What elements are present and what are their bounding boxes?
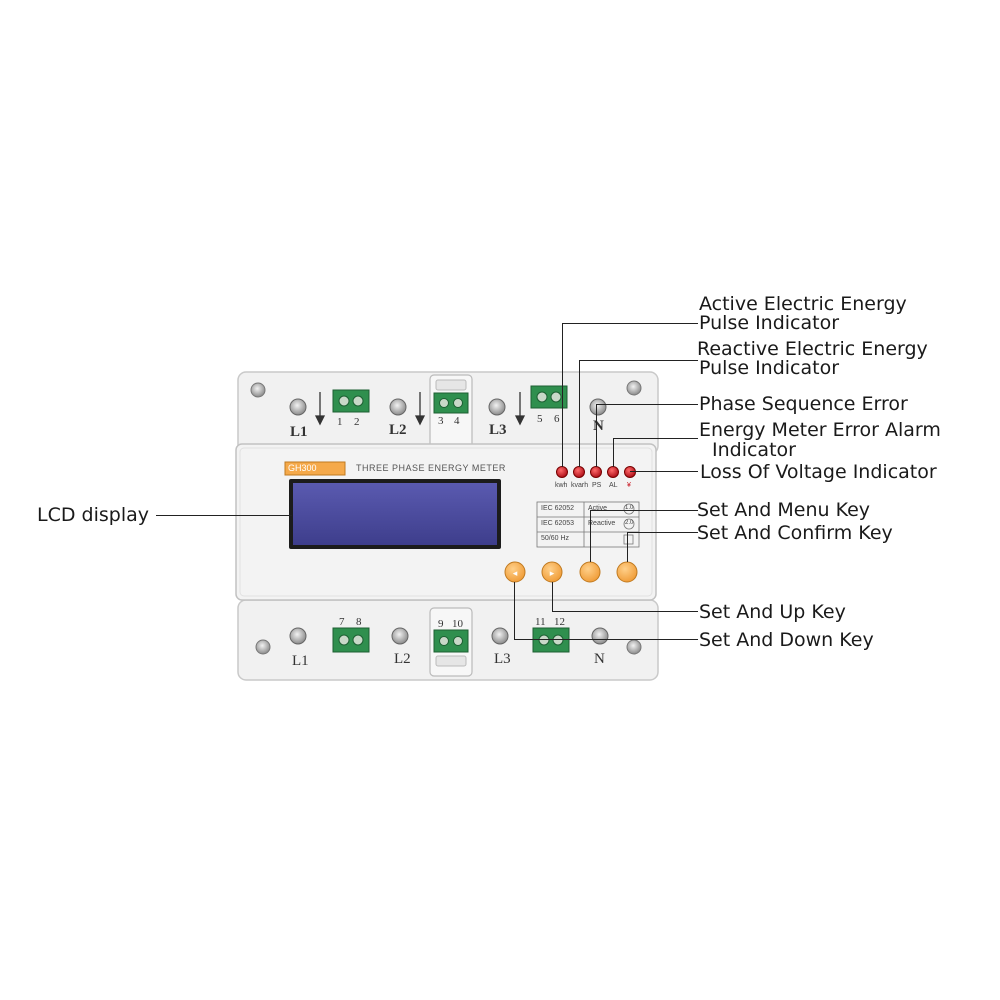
leader-down-h [514,639,698,640]
bottom-terminal-l1: L1 [292,653,309,669]
callout-reactive-line2: Pulse Indicator [699,357,840,379]
pin-4: 4 [454,415,460,427]
led-label-kwh: kwh [555,482,568,489]
model-label: GH300 [288,463,317,473]
leader-up-v [552,582,553,612]
pin-5: 5 [537,413,543,425]
model-badge [284,461,346,476]
svg-text:▸: ▸ [550,569,555,579]
bottom-terminal-l2: L2 [394,651,411,667]
leader-phase-v [596,404,597,467]
spec-type-1: Active [588,505,608,512]
leader-menu-h [590,510,698,511]
spec-class-2: 2.0 [625,520,634,526]
leader-confirm-h [627,532,698,533]
lcd-screen [289,479,501,549]
leader-reactive-h [579,360,698,361]
pin-3: 3 [438,415,444,427]
leader-confirm-v [627,532,628,562]
top-terminal-screws [289,398,607,416]
indicator-leds [556,466,636,478]
current-direction-arrows [314,392,526,426]
green-terminal-blocks-top [332,385,568,414]
bottom-terminal-n: N [594,651,605,667]
led-label-al: AL [609,482,618,489]
callout-loss-voltage: Loss Of Voltage Indicator [700,461,937,483]
led-label-ps: PS [592,482,602,489]
top-terminal-l2: L2 [389,422,407,438]
pin-11: 11 [535,616,546,628]
callout-confirm-key: Set And Confirm Key [697,522,893,544]
leader-active-h [562,323,698,324]
spec-standard-1: IEC 62052 [541,505,575,512]
callout-active-line2: Pulse Indicator [699,312,840,334]
top-terminal-n: N [593,418,604,434]
callout-alarm-line1: Energy Meter Error Alarm [699,419,941,441]
leader-alarm-v [613,438,614,467]
pin-12: 12 [554,616,565,628]
leader-alarm-h [613,438,698,439]
leader-menu-v [590,510,591,562]
callout-lcd: LCD display [37,504,149,526]
callout-menu-key: Set And Menu Key [697,499,871,521]
pin-2: 2 [354,416,360,428]
pin-9: 9 [438,618,444,630]
leader-phase-h [596,404,698,405]
led-label-kvarh: kvarh [571,482,589,489]
leader-down-v [514,582,515,640]
spec-standard-3: 50/60 Hz [541,535,570,542]
green-terminal-blocks-bottom [332,627,570,653]
leader-up-h [552,611,698,612]
pin-1: 1 [337,416,343,428]
bottom-terminal-screws [289,627,609,645]
control-keys: ◂ ▸ [504,561,638,583]
spec-standard-2: IEC 62053 [541,520,575,527]
top-terminal-l3: L3 [489,422,507,438]
pin-7: 7 [339,616,345,628]
corner-screws [250,380,642,655]
spec-table [536,501,640,548]
bottom-terminal-l3: L3 [494,651,511,667]
callout-down-key: Set And Down Key [699,629,874,651]
top-terminal-l1: L1 [290,424,308,440]
spec-type-2: Reactive [588,520,616,527]
meter-title: THREE PHASE ENERGY METER [356,463,506,473]
leader-lcd-h [156,515,292,516]
callout-up-key: Set And Up Key [699,601,846,623]
spec-class-1: 1.0 [625,505,634,511]
led-label-yen: ¥ [627,482,631,489]
pin-6: 6 [554,413,560,425]
pin-10: 10 [452,618,463,630]
leader-reactive-v [579,360,580,467]
pin-8: 8 [356,616,362,628]
callout-reactive-line1: Reactive Electric Energy [697,338,928,360]
callout-active-line1: Active Electric Energy [699,293,907,315]
svg-text:◂: ◂ [513,569,518,579]
leader-active-v [562,323,563,467]
callout-alarm-line2: Indicator [712,439,796,461]
callout-phase-sequence: Phase Sequence Error [699,393,908,415]
leader-loss-h [630,471,698,472]
